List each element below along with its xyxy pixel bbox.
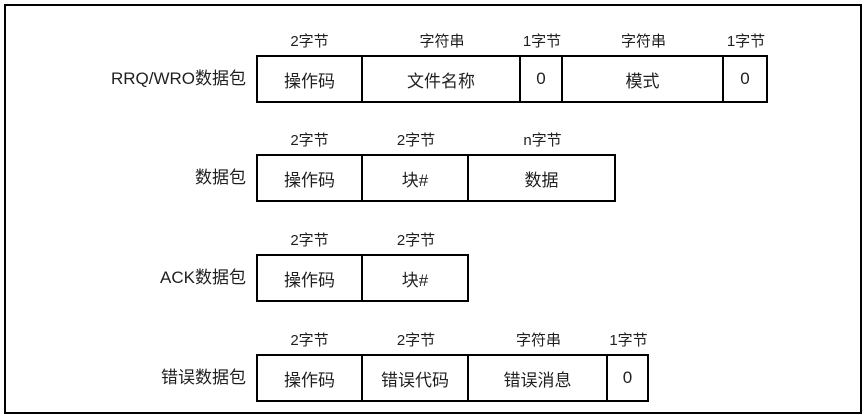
field-box: 0 (724, 55, 768, 103)
field-box: 操作码 (256, 354, 363, 402)
field-size-label: 字符串 (620, 33, 666, 50)
field-size-label: 1字节 (522, 33, 562, 50)
packet-field: 2字节块# (363, 128, 469, 202)
field-box: 操作码 (256, 154, 363, 202)
packet-label: 错误数据包 (161, 368, 246, 387)
field-size-label: n字节 (523, 132, 562, 149)
field-size-label: 2字节 (290, 132, 329, 149)
field-box: 块# (363, 254, 469, 302)
field-size-label: 2字节 (290, 33, 329, 50)
packet-field: 2字节操作码 (256, 128, 363, 202)
field-size-label: 1字节 (726, 33, 766, 50)
packet-field: 2字节操作码 (256, 228, 363, 302)
field-box: 操作码 (256, 55, 363, 103)
packet-field: 字符串模式 (563, 29, 724, 103)
field-box: 错误代码 (363, 354, 469, 402)
packet-field: 2字节错误代码 (363, 328, 469, 402)
packet-field: 2字节块# (363, 228, 469, 302)
field-box: 模式 (563, 55, 724, 103)
field-size-label: 字符串 (419, 33, 465, 50)
field-box: 0 (608, 354, 649, 402)
field-box: 数据 (469, 154, 616, 202)
field-size-label: 字符串 (515, 332, 561, 349)
packet-field: 字符串错误消息 (469, 328, 608, 402)
field-size-label: 2字节 (290, 332, 329, 349)
packet-label: 数据包 (195, 168, 246, 187)
field-box: 操作码 (256, 254, 363, 302)
packet-label: ACK数据包 (160, 268, 246, 287)
packet-label: RRQ/WRO数据包 (110, 69, 246, 88)
field-box: 块# (363, 154, 469, 202)
packet-field: 2字节操作码 (256, 328, 363, 402)
field-box: 文件名称 (363, 55, 521, 103)
packet-field: n字节数据 (469, 128, 616, 202)
field-size-label: 2字节 (396, 132, 436, 149)
field-box: 0 (521, 55, 563, 103)
packet-field: 2字节操作码 (256, 29, 363, 103)
field-size-label: 1字节 (609, 332, 648, 349)
packet-field: 字符串文件名称 (363, 29, 521, 103)
field-size-label: 2字节 (396, 232, 436, 249)
field-size-label: 2字节 (396, 332, 436, 349)
field-box: 错误消息 (469, 354, 608, 402)
field-size-label: 2字节 (290, 232, 329, 249)
